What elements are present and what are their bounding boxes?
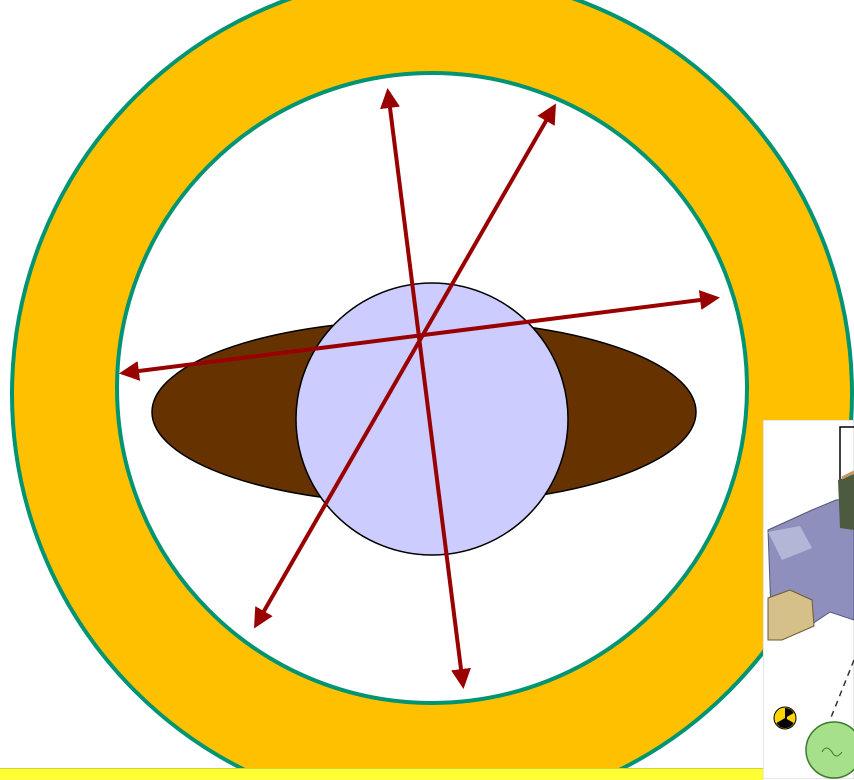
- highlight-bar: [0, 768, 763, 780]
- radiation-hazard-icon: [774, 707, 796, 729]
- inset-picture: [763, 420, 854, 779]
